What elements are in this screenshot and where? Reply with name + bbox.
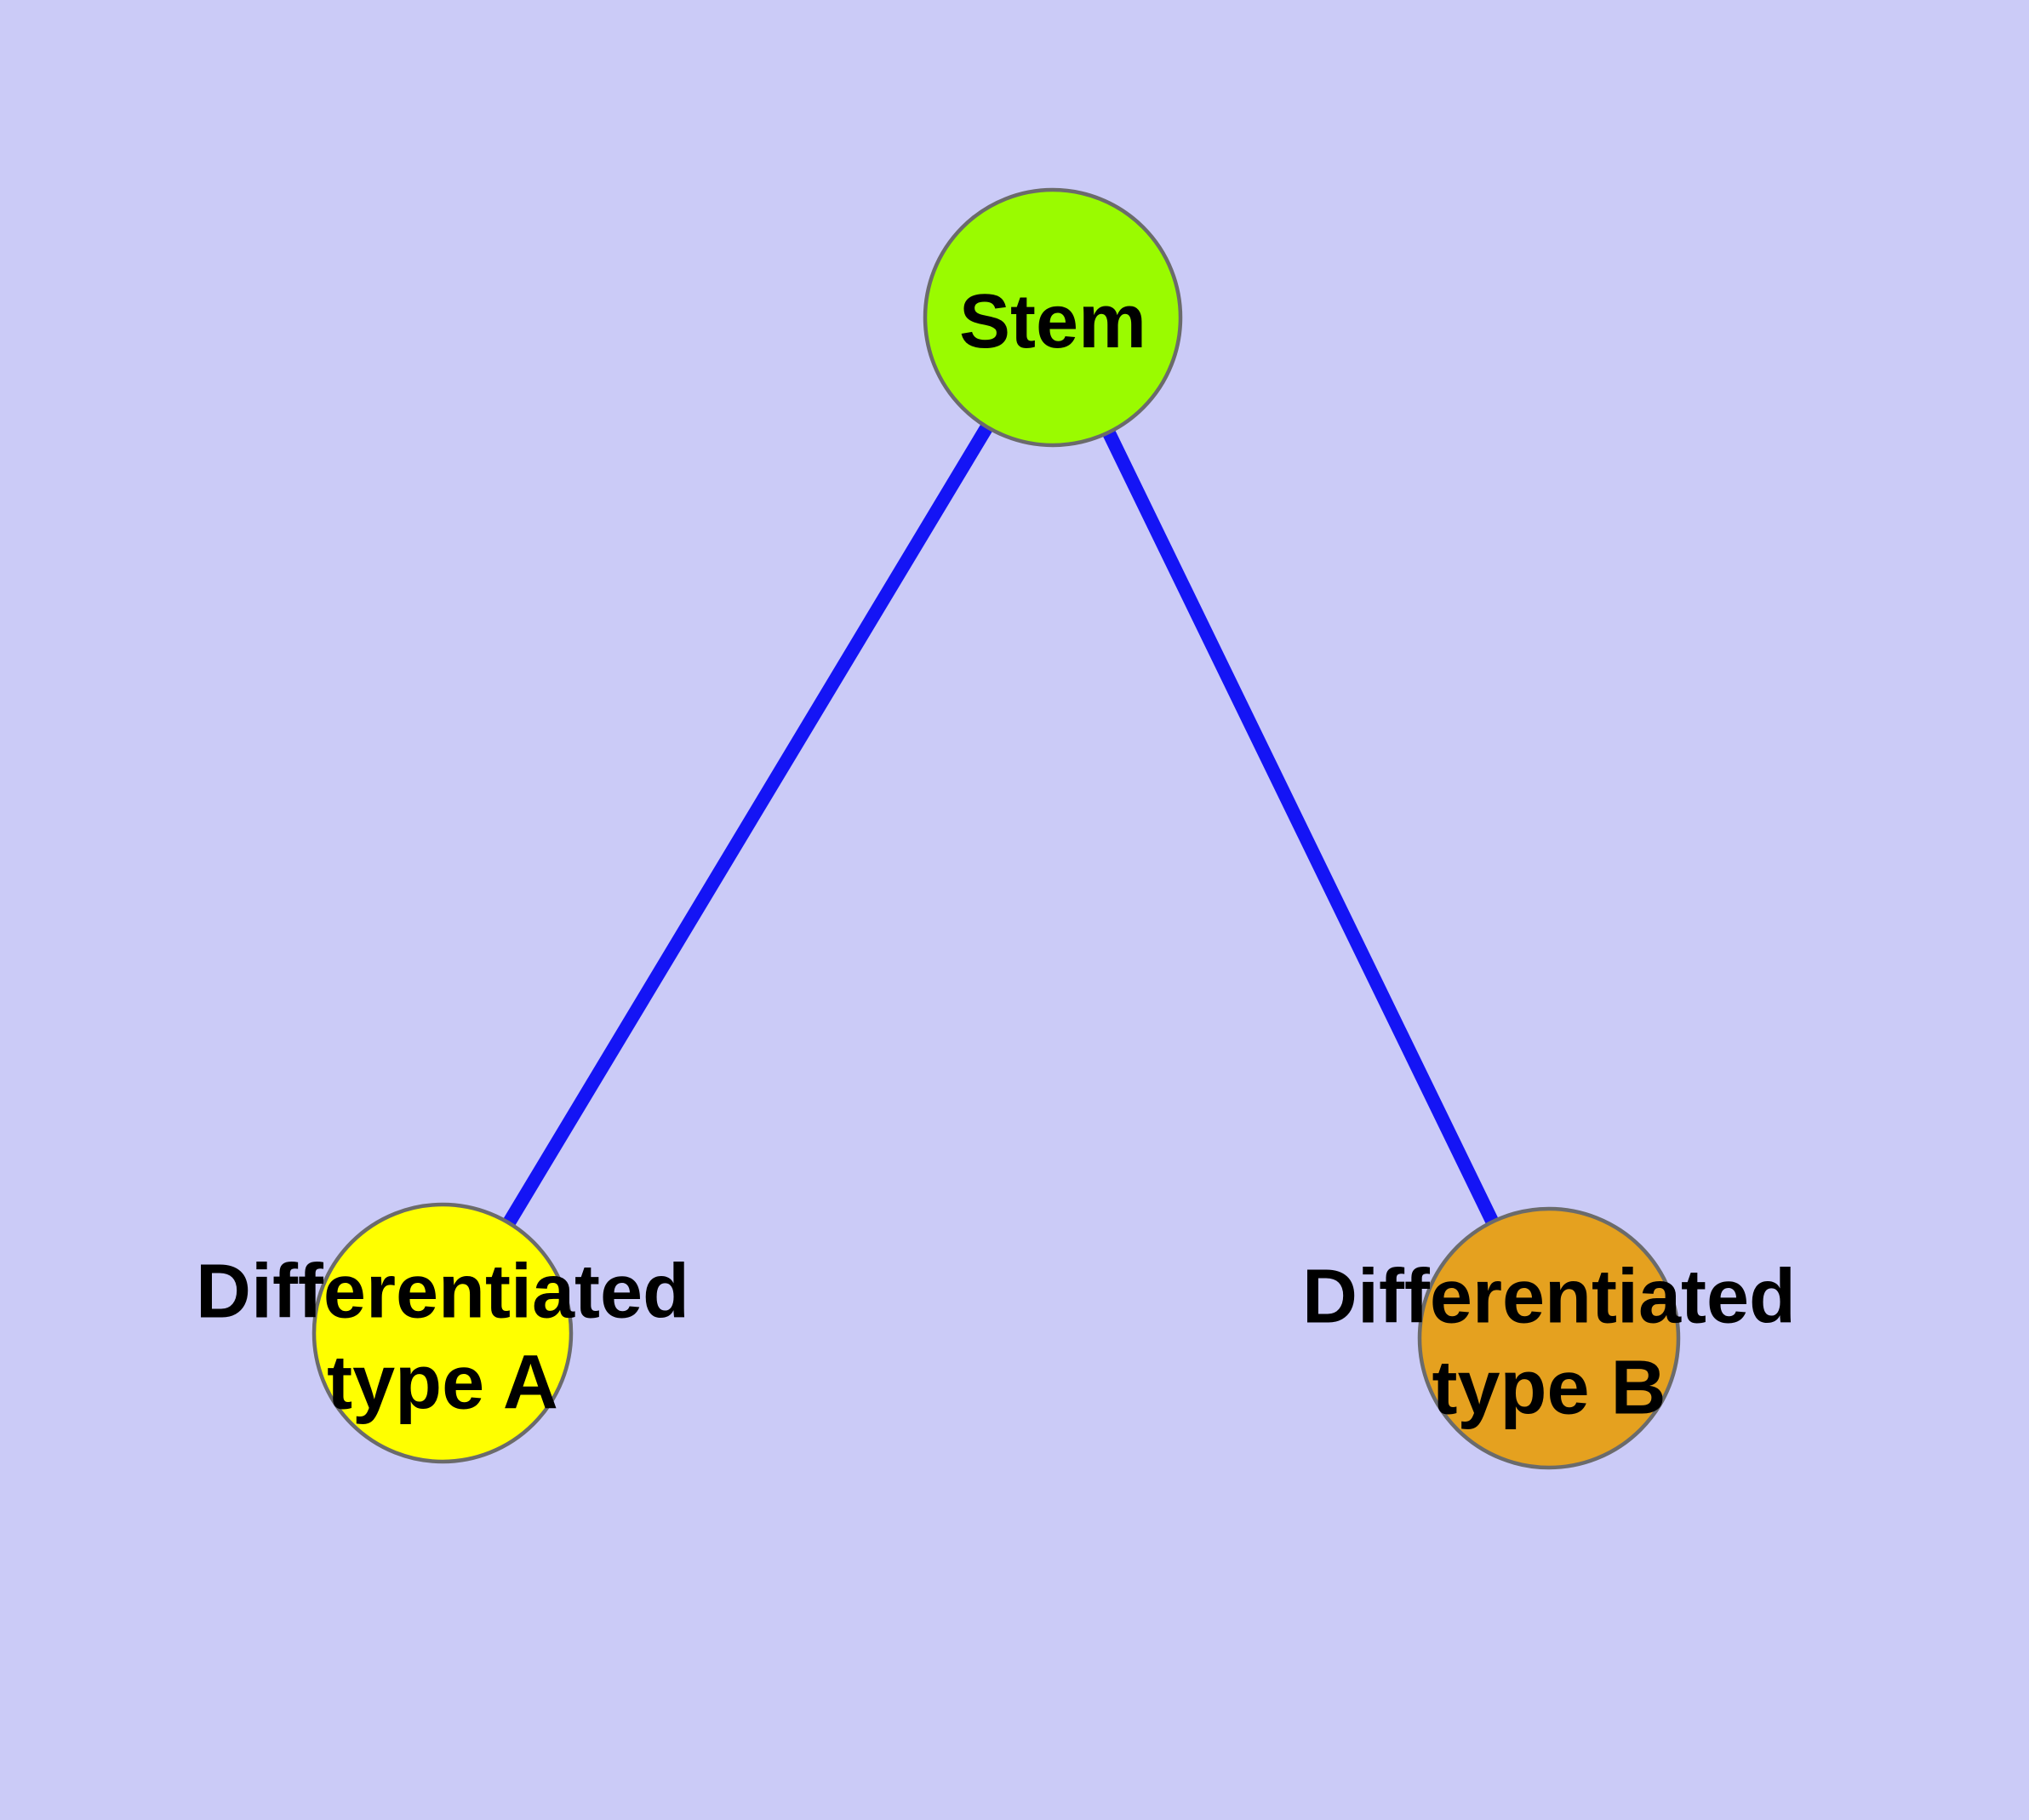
node-stem-circle	[923, 187, 1183, 448]
node-stem-label: Stem	[959, 279, 1146, 364]
node-typeA-label-line-2: type A	[327, 1341, 558, 1426]
node-typeA-circle	[311, 1202, 574, 1464]
node-typeB-label-line-2: type B	[1432, 1346, 1666, 1431]
node-stem-label-line-1: Stem	[959, 279, 1146, 364]
node-typeB-circle	[1417, 1206, 1681, 1470]
edge-stem-typeB	[1046, 314, 1556, 1342]
node-typeB-label-line-1: Differentiated	[1302, 1255, 1796, 1340]
node-typeA-label-line-1: Differentiated	[196, 1250, 689, 1335]
edge-stem-typeA	[437, 313, 1059, 1337]
